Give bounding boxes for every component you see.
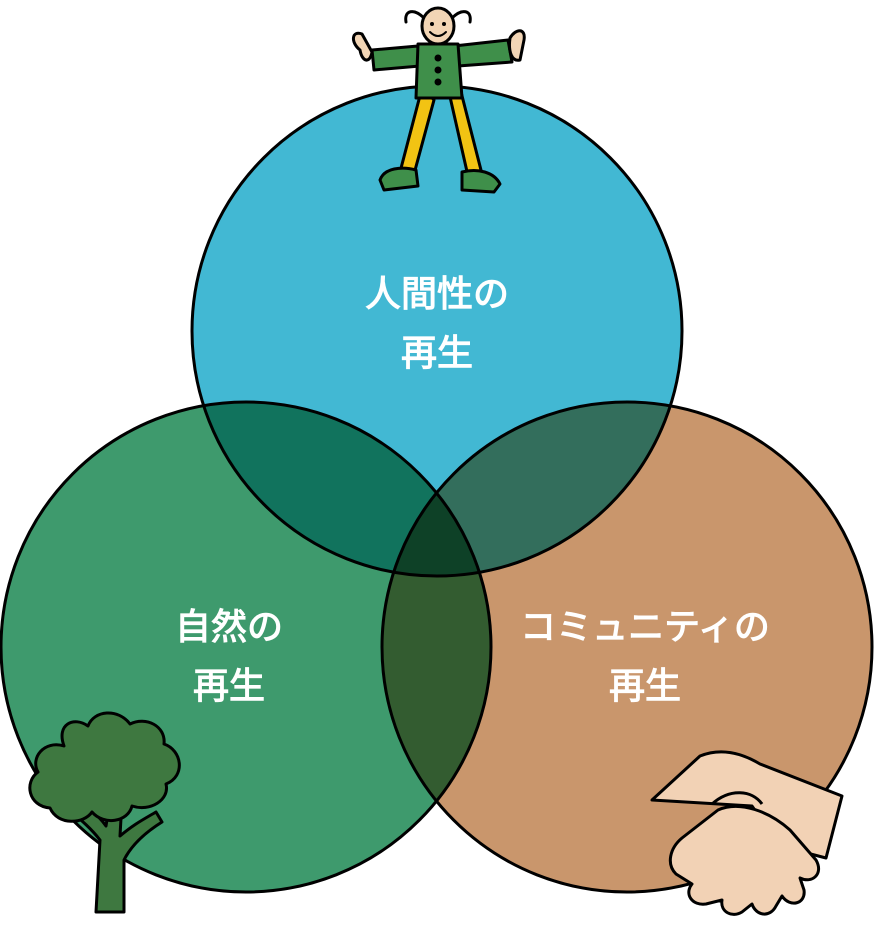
overlap-human-nature [192, 402, 491, 576]
person-icon [352, 6, 526, 194]
label-community-line1: コミュニティの [520, 607, 770, 648]
overlap-human-community [382, 402, 682, 576]
label-human-line1: 人間性の [365, 274, 509, 315]
label-human-line2: 再生 [401, 333, 473, 374]
handshake-icon [650, 750, 844, 916]
label-nature-line1: 自然の [175, 606, 283, 648]
label-community-line2: 再生 [609, 666, 681, 707]
label-nature-line2: 再生 [193, 666, 265, 707]
tree-icon [28, 711, 181, 914]
